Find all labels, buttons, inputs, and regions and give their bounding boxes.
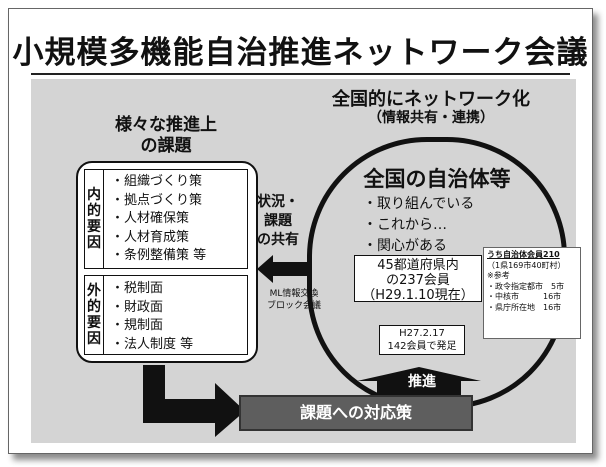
members-box: 45都道府県内 の237会員 （H29.1.10現在） [354, 255, 482, 303]
breakdown-heading: うち自治体会員210 [487, 250, 560, 259]
challenges-heading: 様々な推進上 の課題 [115, 115, 217, 156]
members-line: （H29.1.10現在） [362, 288, 474, 303]
internal-factor-item: ・条例整備策 等 [111, 248, 207, 263]
response-box: 課題への対応策 [239, 395, 473, 431]
internal-factors-label: 内 的 要 因 [85, 170, 104, 268]
internal-factor-item: ・人材育成策 [111, 229, 190, 245]
to-response-arrow-icon [143, 365, 245, 437]
breakdown-reference: ※参考 [487, 271, 510, 280]
external-factor-item: ・規制面 [111, 318, 164, 333]
title-underline [31, 73, 570, 75]
external-factor-item: ・税制面 [111, 281, 164, 296]
internal-factors-list: ・組織づくり策 ・拠点づくり策 ・人材確保策 ・人材育成策 ・条例整備策 等 [111, 173, 206, 266]
factors-box: 内 的 要 因 ・組織づくり策 ・拠点づくり策 ・人材確保策 ・人材育成策 ・条… [76, 161, 258, 363]
members-line: 45都道府県内 [377, 258, 459, 273]
internal-factors-box: 内 的 要 因 ・組織づくり策 ・拠点づくり策 ・人材確保策 ・人材育成策 ・条… [84, 169, 248, 269]
breakdown-row: ・県庁所在地 16市 [487, 302, 562, 312]
network-subtitle: （情報共有・連携） [368, 110, 494, 126]
internal-factor-item: ・拠点づくり策 [111, 192, 203, 208]
entities-title: 全国の自治体等 [363, 167, 511, 191]
slide: 小規模多機能自治推進ネットワーク会議 様々な推進上 の課題 内 的 要 因 ・組… [8, 8, 593, 454]
external-factors-box: 外 的 要 因 ・税制面 ・財政面 ・規制面 ・法人制度 等 [84, 275, 248, 355]
push-label: 推進 [408, 374, 436, 390]
breakdown-subheading: （1県169市40町村） [487, 260, 566, 270]
stance-item: ・これから… [363, 217, 447, 233]
network-title: 全国的にネットワーク化 [332, 89, 530, 110]
stance-list: ・取り組んでいる ・これから… ・関心がある [363, 194, 474, 257]
external-factors-list: ・税制面 ・財政面 ・規制面 ・法人制度 等 [111, 280, 193, 354]
municipal-breakdown-box: うち自治体会員210 （1県169市40町村） ※参考 ・政令指定都市 5市 ・… [483, 247, 581, 339]
sharing-arrow-icon [257, 255, 307, 283]
internal-factor-item: ・組織づくり策 [111, 174, 203, 189]
breakdown-row: ・中核市 16市 [487, 292, 562, 301]
diagram-panel: 様々な推進上 の課題 内 的 要 因 ・組織づくり策 ・拠点づくり策 ・人材確保… [31, 79, 581, 443]
external-factor-item: ・法人制度 等 [111, 336, 194, 352]
external-factors-label: 外 的 要 因 [85, 276, 104, 354]
external-factor-item: ・財政面 [111, 299, 164, 315]
stance-item: ・関心がある [363, 238, 447, 254]
ml-exchange-label: ML情報交換 ブロック会議 [266, 289, 321, 311]
stance-item: ・取り組んでいる [363, 196, 475, 212]
launch-date: H27.2.17 [399, 328, 445, 339]
members-line: の237会員 [386, 273, 450, 288]
internal-factor-item: ・人材確保策 [111, 211, 190, 226]
launch-text: 142会員で発足 [387, 341, 457, 352]
sharing-label: 状況・ 課題 の共有 [257, 194, 299, 248]
slide-title: 小規模多機能自治推進ネットワーク会議 [12, 35, 589, 71]
breakdown-row: ・政令指定都市 5市 [487, 281, 565, 291]
launch-box: H27.2.17 142会員で発足 [379, 325, 465, 355]
